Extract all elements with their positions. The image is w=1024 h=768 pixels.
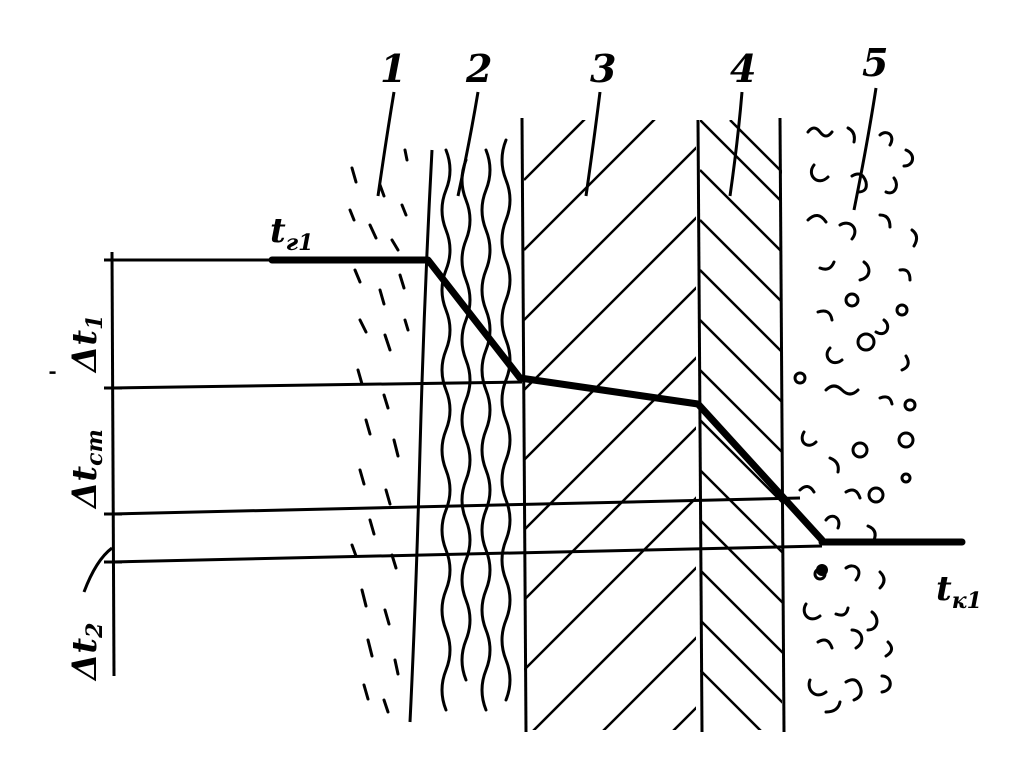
delta-2-label: Δt2 (65, 623, 108, 682)
leader-3 (584, 91, 602, 197)
gas-temperature-main: t (270, 211, 286, 251)
delta-1-main: Δt (65, 330, 105, 374)
boundary-1-2 (408, 149, 434, 723)
dimension-line (110, 251, 116, 677)
ref-line-coolant (111, 544, 823, 564)
layer-label-4: 4 (730, 46, 756, 91)
layer-1-speckle (348, 148, 410, 714)
layer-label-1: 1 (380, 46, 406, 91)
coolant-temperature-label: tк1 (936, 569, 982, 614)
layer-2-waves (440, 138, 512, 712)
layer-5-squiggles (793, 126, 919, 714)
delta-wall-label-group: Δtcm (65, 429, 108, 510)
layer-leaders (376, 87, 878, 211)
delta-2-label-group: Δt2 (65, 623, 108, 682)
ref-line-inner (111, 496, 801, 516)
layer-label-2: 2 (465, 46, 492, 91)
delta-1-label: Δt1 (65, 315, 108, 374)
gas-temperature-sub: г1 (286, 230, 314, 256)
profile-end-dot (816, 564, 828, 576)
delta-1-label-group: Δt1 ' (46, 315, 108, 376)
coolant-temperature-sub: к1 (952, 588, 982, 614)
layer-4-hatch (700, 120, 782, 730)
delta-1-sub: 1 (82, 315, 108, 330)
temperature-profile (268, 256, 826, 544)
delta-2-sub: 2 (82, 623, 108, 639)
delta-wall-label: Δtcm (65, 429, 108, 510)
leader-1 (376, 91, 396, 197)
dimension-ticks (104, 258, 122, 564)
delta-wall-main: Δt (65, 466, 105, 510)
layer-label-5: 5 (862, 40, 888, 85)
delta-1-accent: ' (46, 369, 72, 376)
delta-2-leader (82, 546, 113, 593)
ref-line-wall-surface (111, 380, 523, 390)
gas-temperature-label: tг1 (270, 211, 313, 256)
layer-3-hatch (524, 120, 696, 730)
delta-wall-sub: cm (82, 429, 108, 466)
delta-2-main: Δt (65, 638, 105, 682)
leader-4 (728, 91, 744, 197)
layer-label-3: 3 (590, 46, 616, 91)
boundary-2-3 (520, 117, 528, 733)
leader-5 (852, 87, 878, 211)
boundary-4-5 (778, 117, 786, 733)
coolant-temperature-main: t (936, 569, 952, 609)
leader-2 (456, 91, 480, 197)
boundary-3-4 (696, 119, 704, 733)
